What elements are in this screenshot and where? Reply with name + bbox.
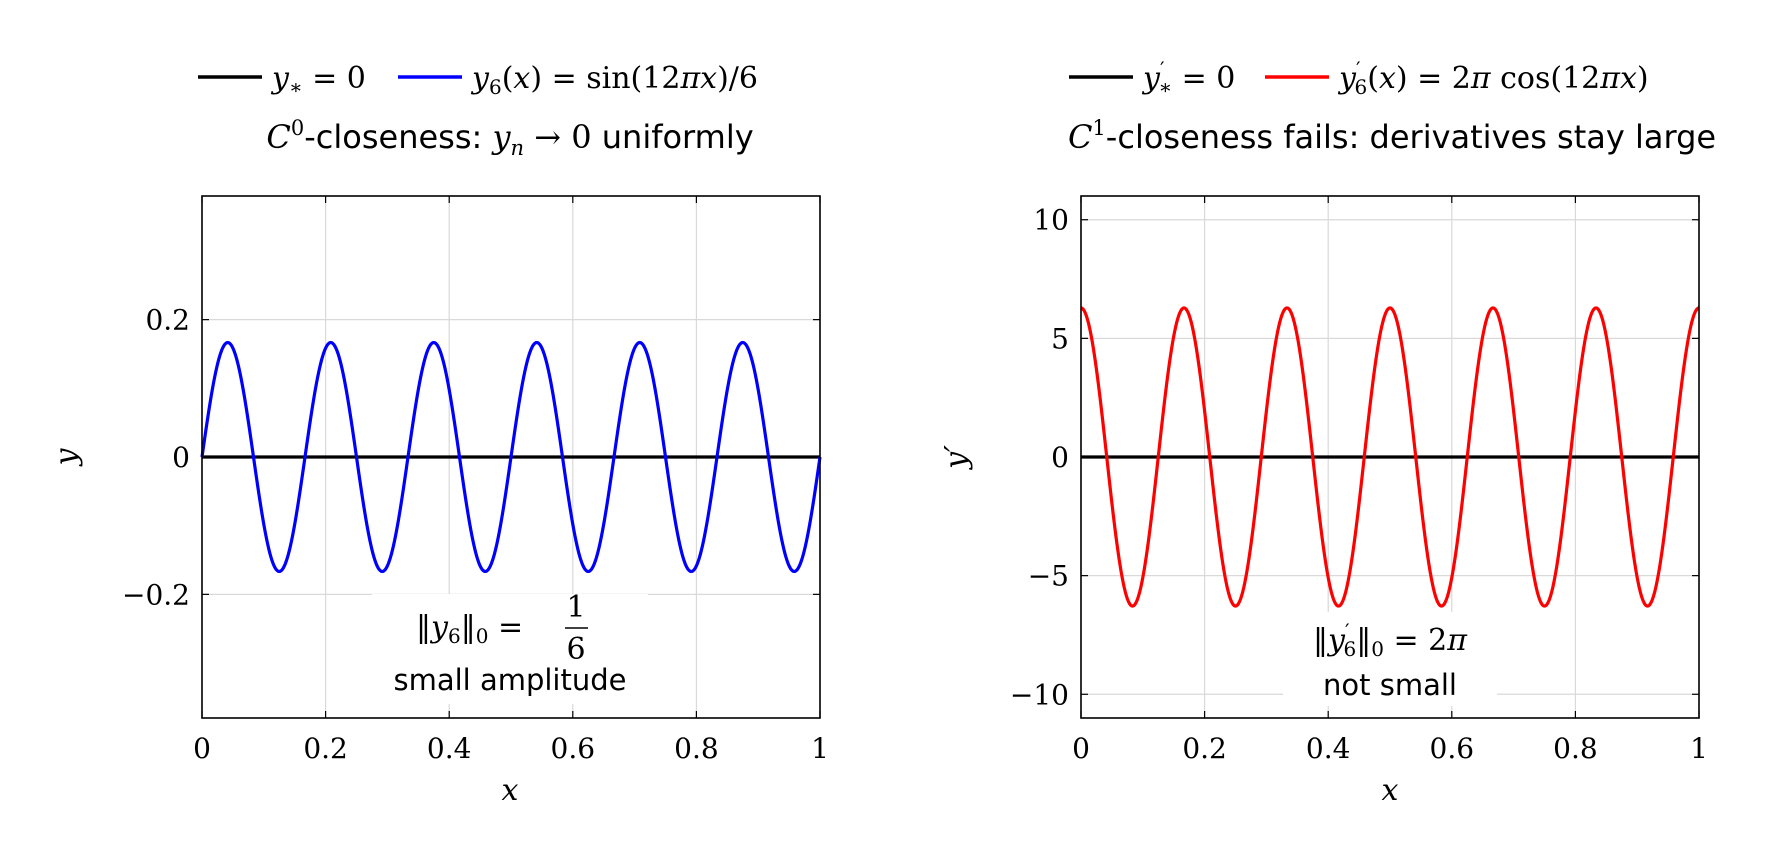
annotation-norm-right: ‖y′6‖0 = 2π xyxy=(1313,619,1468,661)
x-axis-label-right: x xyxy=(1382,773,1399,808)
annotation-denominator-left: 6 xyxy=(566,632,585,667)
plot-frame-left xyxy=(201,195,821,719)
annotation-left: ‖y6‖0 = 1 6 small amplitude xyxy=(372,590,648,704)
annotation-text-left: small amplitude xyxy=(393,663,626,697)
x-axis-label-left: x xyxy=(502,773,519,808)
x-tick-label: 1 xyxy=(1690,732,1708,765)
y-tick-label: 0 xyxy=(172,441,190,474)
annotation-numerator-left: 1 xyxy=(566,590,585,625)
y-tick-label: −10 xyxy=(1010,678,1069,711)
annotation-norm-left: ‖y6‖0 = xyxy=(416,610,523,648)
legend-label-zero-left: y∗ = 0 xyxy=(270,61,366,99)
x-tick-label: 0.2 xyxy=(1182,732,1227,765)
annotation-text-right: not small xyxy=(1323,668,1457,702)
x-tick-label: 0 xyxy=(193,732,211,765)
legend-label-series-left: y6(x) = sin(12πx)/6 xyxy=(470,61,758,99)
y-tick-label: 0 xyxy=(1051,441,1069,474)
x-tick-label: 0.8 xyxy=(1553,732,1598,765)
x-tick-label: 1 xyxy=(811,732,829,765)
y-tick-label: 0.2 xyxy=(145,304,190,337)
y-axis-label-right: y′ xyxy=(939,445,974,471)
series-curve-left xyxy=(200,340,822,574)
annotation-right: ‖y′6‖0 = 2π not small xyxy=(1283,612,1497,706)
plot-frame-right xyxy=(1080,195,1700,719)
x-tick-label: 0 xyxy=(1072,732,1090,765)
series-right xyxy=(1080,306,1700,608)
ticks-right: 0 0.2 0.4 0.6 0.8 1 −10 −5 0 5 10 xyxy=(1010,196,1708,765)
y-tick-label: 10 xyxy=(1033,204,1069,237)
y-tick-label: −0.2 xyxy=(122,578,190,611)
series-curve-right xyxy=(1080,306,1700,608)
x-tick-label: 0.2 xyxy=(303,732,348,765)
y-tick-label: 5 xyxy=(1051,322,1069,355)
legend-label-series-right: y′6(x) = 2π cos(12πx) xyxy=(1337,57,1649,99)
x-tick-label: 0.4 xyxy=(427,732,472,765)
ticks-left: 0 0.2 0.4 0.6 0.8 1 −0.2 0 0.2 xyxy=(122,196,829,765)
legend-left: y∗ = 0 y6(x) = sin(12πx)/6 xyxy=(198,61,758,99)
series-left xyxy=(200,340,822,574)
chart-title-right: C1-closeness fails: derivatives stay lar… xyxy=(1068,116,1716,156)
y-axis-label-left: y xyxy=(49,447,84,467)
legend-right: y′∗ = 0 y′6(x) = 2π cos(12πx) xyxy=(1069,57,1649,99)
x-tick-label: 0.6 xyxy=(551,732,596,765)
chart-title-left: C0-closeness: yn → 0 uniformly xyxy=(266,116,753,160)
x-tick-label: 0.6 xyxy=(1430,732,1475,765)
chart-panel-right: y′∗ = 0 y′6(x) = 2π cos(12πx) C1-closene… xyxy=(939,57,1716,808)
y-tick-label: −5 xyxy=(1028,560,1069,593)
chart-panel-left: y∗ = 0 y6(x) = sin(12πx)/6 C0-closeness:… xyxy=(49,61,829,808)
x-tick-label: 0.8 xyxy=(674,732,719,765)
x-tick-label: 0.4 xyxy=(1306,732,1351,765)
legend-label-zero-right: y′∗ = 0 xyxy=(1141,57,1235,99)
